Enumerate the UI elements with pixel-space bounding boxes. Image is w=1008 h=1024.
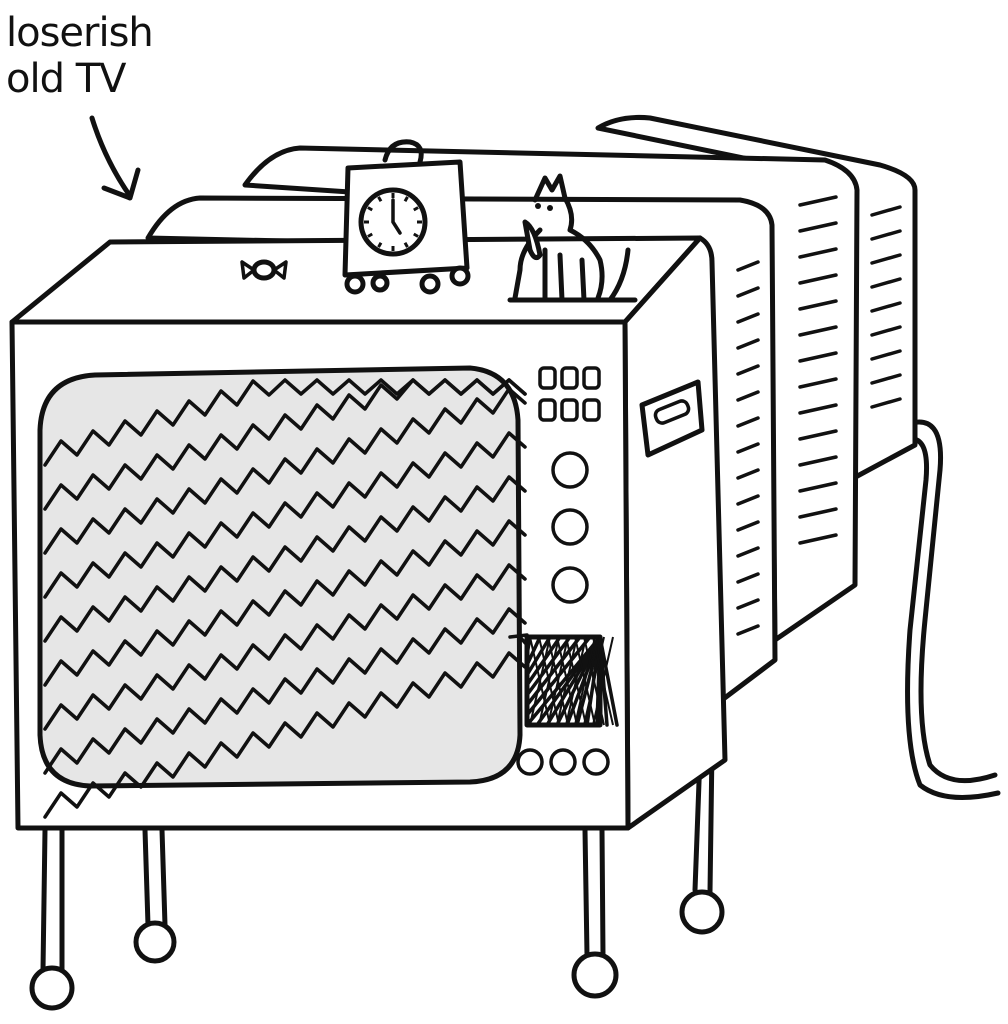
control-knob (549, 748, 577, 776)
caption-line-1: loserish (6, 10, 154, 56)
tv-side (622, 235, 728, 831)
cat-icon (507, 173, 638, 303)
control-button (538, 366, 557, 390)
control-buttons (516, 366, 610, 776)
control-knob (551, 451, 589, 489)
control-button (560, 398, 579, 422)
control-button (582, 366, 601, 390)
control-knob (551, 566, 589, 604)
speaker-grille (508, 633, 619, 728)
static-line (43, 651, 527, 819)
side-handle (639, 379, 705, 458)
caption-line-2: old TV (6, 56, 126, 102)
static-line (43, 563, 527, 731)
control-button (582, 398, 601, 422)
front-legs (29, 827, 619, 1011)
control-knob (516, 748, 544, 776)
clock-icon (342, 139, 471, 295)
static-line (43, 387, 527, 555)
caption-label: loserish old TV (6, 10, 154, 102)
static-line (43, 378, 527, 511)
static-line (43, 519, 527, 687)
static-line (43, 431, 527, 599)
candy-icon (240, 259, 288, 281)
back-segment-1 (145, 195, 778, 703)
control-knob (582, 748, 610, 776)
back-segment-2 (242, 145, 860, 643)
static-line (43, 607, 527, 775)
control-knob (551, 508, 589, 546)
control-button (560, 366, 579, 390)
static-line (43, 475, 527, 643)
control-button (538, 398, 557, 422)
tv-screen (37, 365, 527, 819)
tv-legs (133, 745, 725, 964)
power-cord (902, 419, 998, 784)
arrow-icon (89, 115, 141, 201)
